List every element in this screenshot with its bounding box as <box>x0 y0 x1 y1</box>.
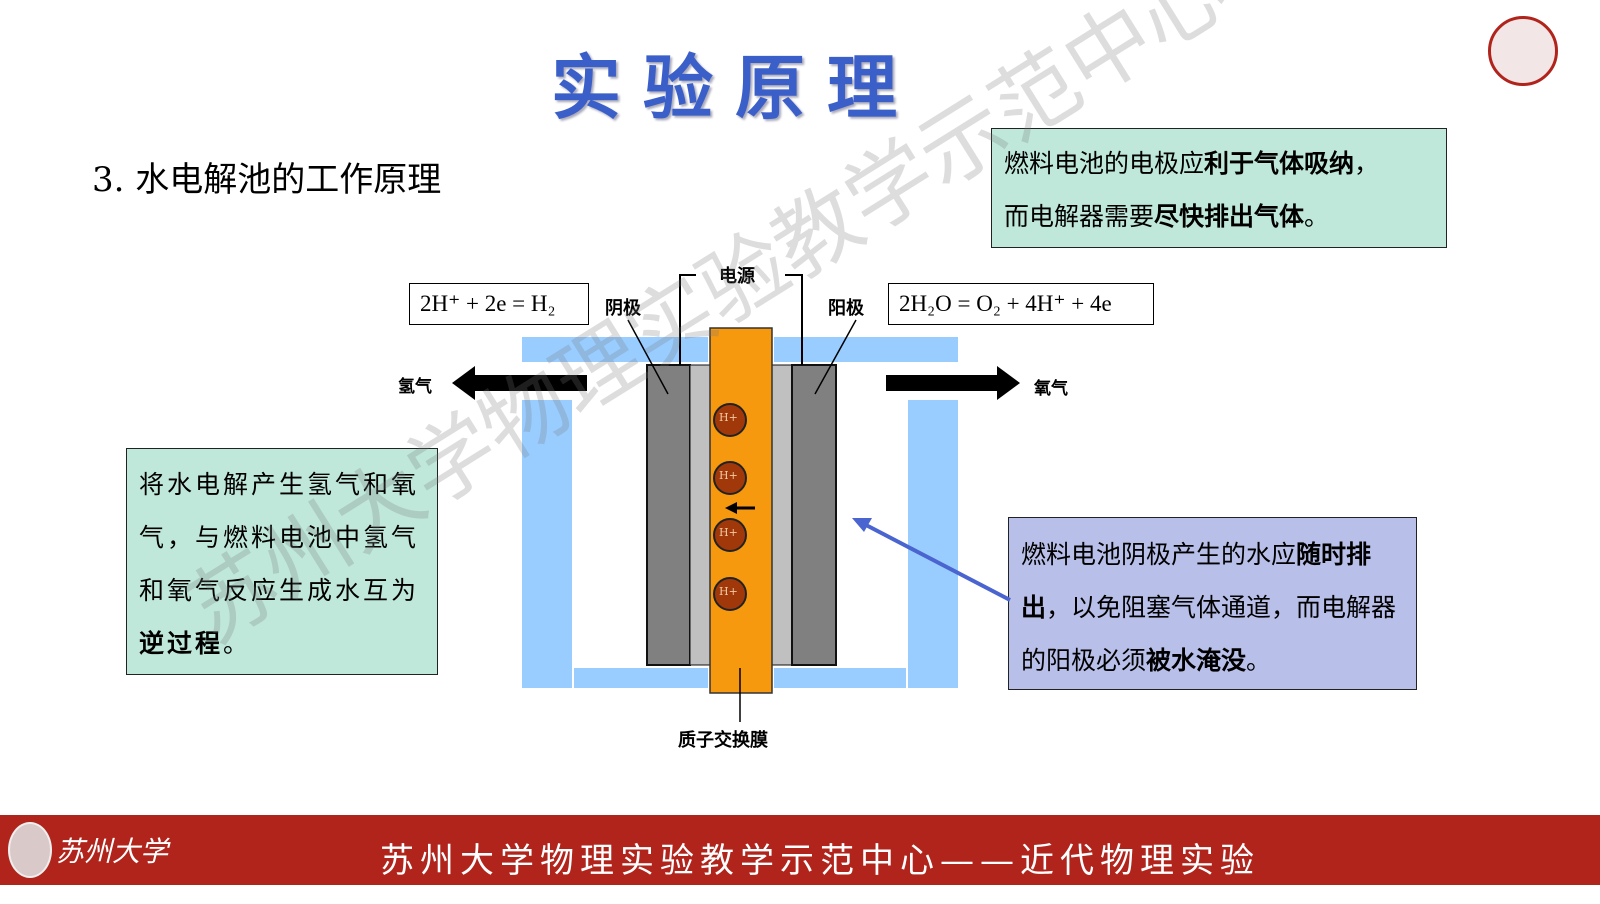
footer-logo-text: 苏州大学 <box>56 835 169 868</box>
proton-label: H+ <box>719 411 738 424</box>
note-text: ， <box>1354 149 1380 178</box>
proton-group <box>713 403 747 611</box>
water-channel-bottom-right <box>774 668 906 688</box>
note-text: 燃料电池的电极应 <box>1004 149 1205 178</box>
power-lead-right <box>785 274 803 365</box>
power-lead-left <box>679 274 696 365</box>
hydrogen-out-arrow-icon <box>452 366 587 400</box>
water-channel-right <box>908 400 958 688</box>
callout-arrow-icon <box>852 518 1011 602</box>
proton-label: H+ <box>719 585 738 598</box>
proton-circle <box>713 577 747 611</box>
footer-bar <box>0 815 1600 885</box>
membrane-label: 质子交换膜 <box>678 730 768 751</box>
note-text: ，以免阻塞气体通道，而电解器的阳极必须 <box>1021 593 1397 675</box>
note-text: 。 <box>1246 646 1272 675</box>
note-bold: 逆过程 <box>139 629 224 658</box>
top-note: 燃料电池的电极应利于气体吸纳， 而电解器需要尽快排出气体。 <box>991 128 1447 248</box>
note-text: 。 <box>223 629 252 658</box>
water-channel-top-right <box>774 337 958 362</box>
cathode-label: 阴极 <box>605 298 641 319</box>
water-channel-left <box>522 400 572 688</box>
proton-label: H+ <box>719 526 738 539</box>
section-subtitle: 3. 水电解池的工作原理 <box>92 160 442 200</box>
right-note: 燃料电池阴极产生的水应随时排出，以免阻塞气体通道，而电解器的阳极必须被水淹没。 <box>1008 517 1417 690</box>
cathode-equation: 2H⁺ + 2e = H₂ <box>409 283 589 325</box>
anode-pointer <box>814 319 857 395</box>
proton-circle <box>713 461 747 495</box>
hydrogen-label: 氢气 <box>398 377 432 397</box>
water-channel-bottom-left <box>574 668 708 688</box>
note-text: 而电解器需要 <box>1004 202 1155 231</box>
footer-seal-logo <box>8 822 52 878</box>
left-note: 将水电解产生氢气和氧气，与燃料电池中氢气和氧气反应生成水互为逆过程。 <box>126 448 438 675</box>
proton-circle <box>713 518 747 552</box>
note-bold: 随时排出 <box>1021 540 1372 622</box>
anode-electrode <box>791 364 837 666</box>
note-bold: 尽快排出气体 <box>1154 202 1305 231</box>
note-text: 将水电解产生氢气和氧气，与燃料电池中氢气和氧气反应生成水互为 <box>139 470 420 605</box>
proton-exchange-membrane <box>709 327 773 694</box>
note-bold: 利于气体吸纳 <box>1204 149 1355 178</box>
university-seal-logo <box>1488 16 1558 86</box>
proton-circle <box>713 403 747 437</box>
footer-text: 苏州大学物理实验教学示范中心——近代物理实验 <box>380 841 1260 881</box>
anode-layer <box>771 364 793 666</box>
note-text: 燃料电池阴极产生的水应 <box>1021 540 1297 569</box>
oxygen-label: 氧气 <box>1034 379 1068 399</box>
oxygen-out-arrow-icon <box>886 366 1020 400</box>
cathode-pointer <box>627 319 669 395</box>
cathode-electrode <box>646 364 691 666</box>
cathode-layer <box>689 364 711 666</box>
note-text: 。 <box>1304 202 1330 231</box>
proton-flow-arrow-icon <box>725 502 755 514</box>
water-channel-top-left <box>522 337 708 362</box>
note-bold: 被水淹没 <box>1146 646 1247 675</box>
power-label: 电源 <box>719 266 755 287</box>
page-title: 实验原理 <box>551 47 919 129</box>
anode-label: 阳极 <box>828 298 864 319</box>
anode-equation: 2H₂O = O₂ + 4H⁺ + 4e <box>888 283 1154 325</box>
proton-label: H+ <box>719 469 738 482</box>
